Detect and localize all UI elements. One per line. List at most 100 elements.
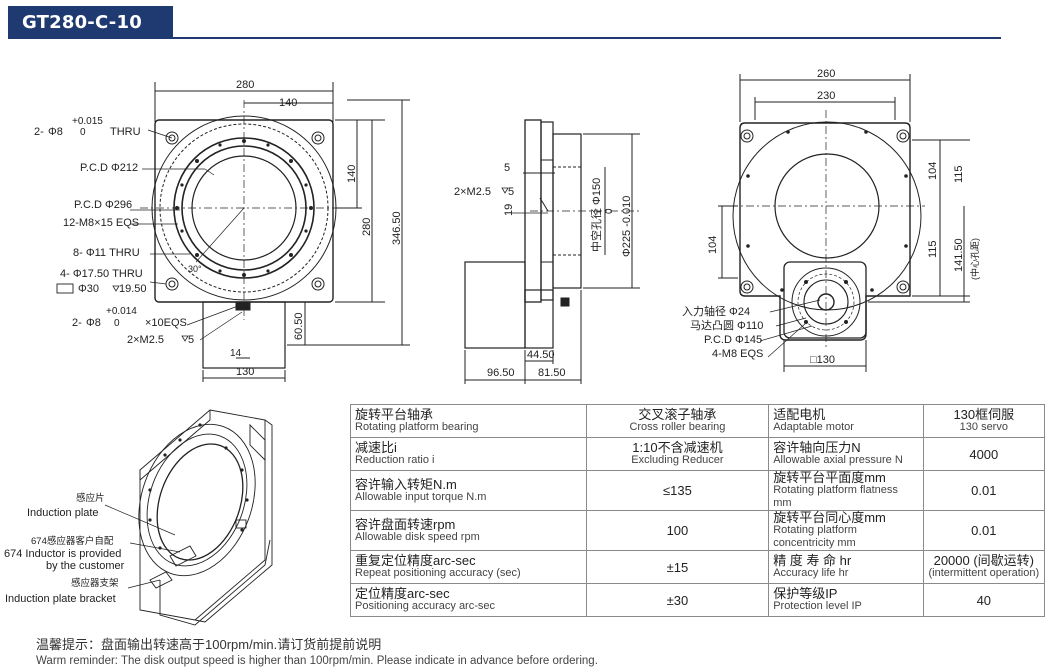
spec-label-en: Repeat positioning accuracy (sec)	[355, 567, 521, 579]
side-dim-19: 19	[503, 204, 515, 216]
spec-value-2-cn: 0.01	[971, 523, 997, 538]
front-dim-346: 346.50	[391, 211, 403, 245]
rear-pcd145: P.C.D Φ145	[704, 334, 762, 346]
spec-label-cn: 重复定位精度arc-sec	[355, 553, 476, 568]
side-bore-cn: 中空孔径 Φ150	[589, 178, 603, 252]
front-m8-eqs: 12-M8×15 EQS	[63, 217, 139, 229]
iso-view: 感应片 Induction plate 674感应器客户自配 674 Induc…	[4, 409, 273, 626]
side-dim-44: 44.50	[527, 349, 555, 361]
front-dim-280-right: 280	[361, 218, 373, 236]
spec-value-2-cn: 20000 (间歇运转)	[933, 553, 1035, 568]
title-rule	[8, 37, 1001, 39]
spec-value-cn: 1:10不含减速机	[632, 440, 723, 455]
spec-value-2-cell: 4000	[922, 437, 1045, 471]
spec-label-2-cn: 旋转平台同心度mm	[773, 510, 886, 525]
spec-value-2-cn: 4000	[969, 446, 999, 462]
front-m25-depth: 5	[188, 334, 194, 346]
spec-value-cell: ±30	[585, 583, 770, 617]
side-view: 5 2×M2.5 5 19 中空孔径 Φ150 0 Φ225 -0.010 44…	[454, 119, 640, 384]
iso-inductor-en-1: 674 Inductor is provided	[4, 548, 121, 560]
model-title-bar: GT280-C-10	[8, 6, 173, 38]
rear-view: 260 230 104 115 115 141.50 (中心孔距) 104 入力…	[682, 68, 980, 372]
spec-label-cn: 定位精度arc-sec	[355, 586, 450, 601]
spec-value-en: Excluding Reducer	[631, 454, 724, 466]
spec-value-2-cn: 40	[976, 592, 992, 608]
eqs10-tol-upper: +0.014	[106, 306, 137, 317]
rear-dim-230: 230	[817, 90, 835, 102]
iso-inductor-en-2: by the customer	[46, 560, 125, 572]
model-title: GT280-C-10	[22, 12, 142, 33]
spec-label-cn: 减速比i	[355, 440, 397, 455]
side-dim-5: 5	[504, 162, 510, 174]
spec-label-en: Allowable disk speed rpm	[355, 530, 480, 543]
spec-label-cn: 旋转平台轴承	[355, 407, 434, 422]
callout-thru-suffix: THRU	[110, 126, 141, 138]
spec-label-en: Allowable input torque N.m	[355, 490, 487, 503]
side-tol-zero: 0	[604, 208, 615, 214]
spec-label-2-en: Accuracy life hr	[773, 567, 849, 579]
rear-center-hole: (中心孔距)	[969, 238, 980, 280]
spec-value-cn: ±15	[666, 559, 689, 575]
front-pcd212: P.C.D Φ212	[80, 162, 138, 174]
spec-label-2-cn: 适配电机	[773, 407, 826, 422]
rear-dim-115-mid: 115	[927, 240, 939, 258]
spec-value-2-cell: 20000 (间歇运转)(intermittent operation)	[922, 550, 1045, 584]
eqs10-dia: Φ8	[86, 317, 101, 329]
callout-thru-tol-upper: +0.015	[72, 116, 103, 127]
side-m25-depth: 5	[508, 186, 514, 198]
rear-dim-115-top: 115	[953, 165, 965, 183]
spec-value-cell: ≤135	[585, 470, 770, 511]
front-cbore-depth: 19.50	[119, 283, 147, 295]
spec-label-2-en: Protection level IP	[773, 600, 862, 612]
front-cbore: Φ30	[78, 283, 99, 295]
iso-induction-plate-en: Induction plate	[27, 507, 99, 519]
side-m25: 2×M2.5	[454, 186, 491, 198]
rear-dim-141: 141.50	[953, 238, 965, 272]
rear-input-shaft: 入力轴径 Φ24	[682, 304, 750, 318]
rear-dim-260: 260	[817, 68, 835, 80]
callout-thru-tol-lower: 0	[80, 127, 86, 138]
rear-motor-boss: 马达凸圆 Φ110	[690, 319, 763, 332]
rear-m8-eqs: 4-M8 EQS	[712, 348, 763, 360]
front-pcd296: P.C.D Φ296	[74, 199, 132, 211]
front-dim-140-right: 140	[346, 165, 358, 183]
technical-drawings: 280 140 30° 14 130 2- Φ8 +0.015 0 THRU P…	[34, 68, 980, 384]
spec-value-2-en: (intermittent operation)	[928, 567, 1040, 579]
front-dim-140-top: 140	[279, 97, 297, 109]
rear-square-130: □130	[810, 354, 835, 366]
side-dim-96: 96.50	[487, 367, 515, 379]
spec-label-2-en: Adaptable motor	[773, 421, 854, 433]
front-d17-thru: 4- Φ17.50 THRU	[60, 268, 143, 280]
front-dim-130: 130	[236, 366, 254, 378]
side-dia-225: Φ225 -0.010	[621, 196, 633, 257]
spec-value-en: Cross roller bearing	[629, 421, 726, 433]
spec-value-2-en: 130 servo	[959, 421, 1008, 433]
spec-label-cn: 容许盘面转速rpm	[355, 516, 456, 532]
iso-bracket-cn: 感应器支架	[71, 577, 119, 589]
spec-value-2-cell: 0.01	[922, 470, 1045, 511]
iso-bracket-en: Induction plate bracket	[5, 593, 116, 605]
spec-label-2-en: Rotating platform concentricity mm	[773, 524, 857, 549]
spec-label-2-en: Rotating platform flatness mm	[773, 484, 898, 509]
callout-thru-dia: Φ8	[48, 126, 63, 138]
front-dim-60: 60.50	[293, 312, 305, 340]
front-angle: 30°	[188, 264, 202, 274]
spec-value-2-cell: 0.01	[922, 510, 1045, 551]
spec-value-cell: 100	[585, 510, 770, 551]
spec-value-cell: ±15	[585, 550, 770, 584]
